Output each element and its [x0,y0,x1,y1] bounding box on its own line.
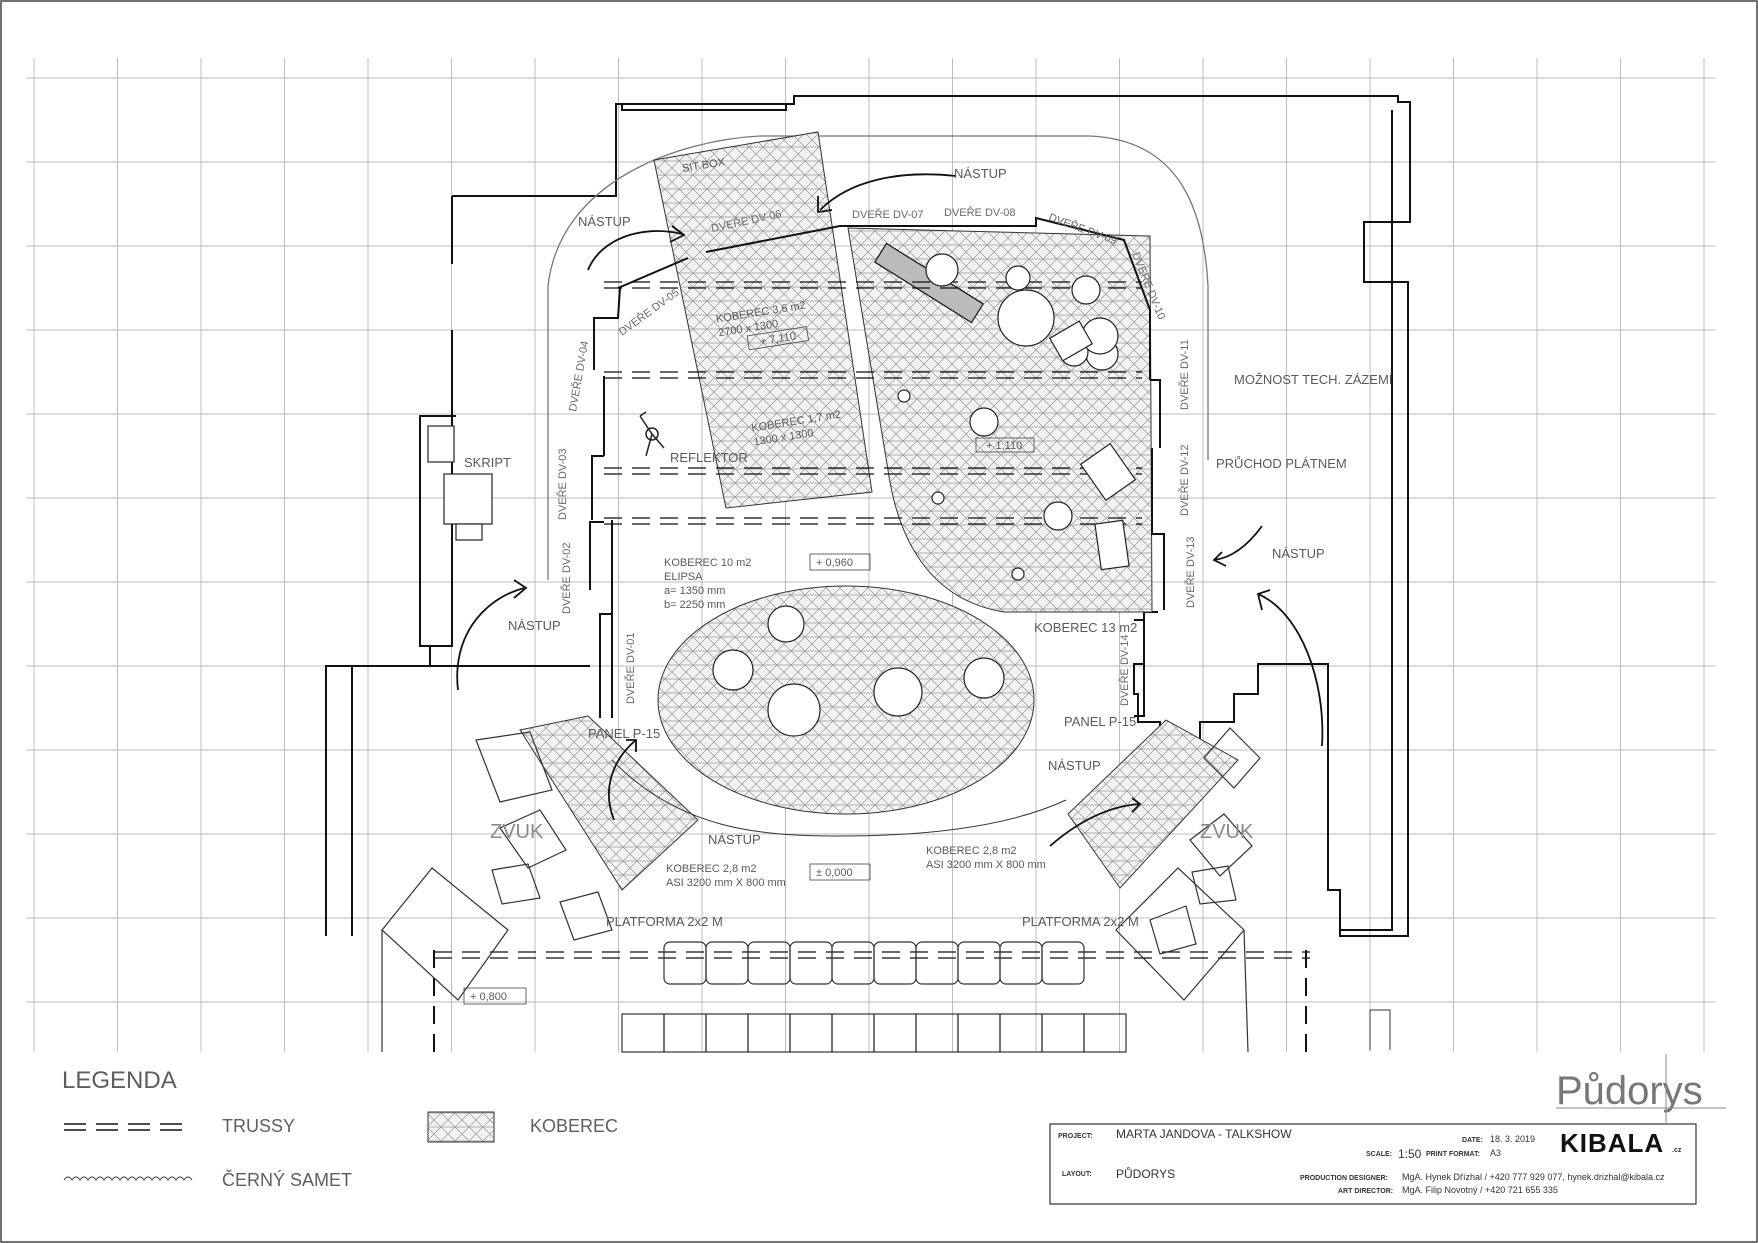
seating-rows [621,941,1127,1053]
trusses [433,281,1310,1052]
label-elipsa: ELIPSA [664,571,703,583]
label-zvuk-left: ZVUK [490,821,544,843]
tb-scale-caption: SCALE: [1366,1151,1392,1158]
label-koberec-13: KOBEREC 13 m2 [1034,620,1137,635]
label-nastup-2: NÁSTUP [954,166,1007,181]
label-moznost-tech-zazemi: MOŽNOST TECH. ZÁZEMÍ [1234,372,1393,387]
legend-koberec: KOBEREC [530,1116,618,1136]
legend-koberec-swatch [427,1111,495,1143]
tb-pd-caption: PRODUCTION DESIGNER: [1300,1175,1388,1182]
level-0000: ± 0,000 [816,867,853,879]
door-label-dv11: DVEŘE DV-11 [1178,339,1191,410]
legend-cerny-samet: ČERNÝ SAMET [222,1169,352,1190]
door-label-dv04: DVEŘE DV-04 [566,340,591,413]
door-label-dv14: DVEŘE DV-14 [1118,634,1131,706]
label-koberec-2-8-right: KOBEREC 2,8 m2 [926,845,1016,857]
tb-project: MARTA JANDOVA - TALKSHOW [1116,1127,1292,1141]
black-velvet-curtain [547,135,1209,580]
legend-trussy: TRUSSY [222,1116,295,1136]
label-skript: SKRIPT [464,455,511,470]
door-label-dv08: DVEŘE DV-08 [944,206,1016,219]
tb-date: 18. 3. 2019 [1490,1134,1535,1144]
door-label-dv03: DVEŘE DV-03 [556,448,569,520]
kibala-logo: KIBALA [1560,1128,1664,1158]
label-nastup-3: NÁSTUP [508,618,561,633]
label-platforma-right: PLATFORMA 2x2 M [1022,914,1139,929]
door-label-dv01: DVEŘE DV-01 [624,632,637,704]
label-panel-right: PANEL P-15 [1064,714,1136,729]
label-elipsa-a: a= 1350 mm [664,585,725,597]
tb-pd: MgA. Hynek Dřízhal / +420 777 929 077, h… [1402,1172,1665,1182]
label-nastup-5: NÁSTUP [708,832,761,847]
tb-date-caption: DATE: [1462,1137,1483,1144]
walls [325,95,1411,1050]
tb-ad-caption: ART DIRECTOR: [1338,1188,1393,1195]
tb-format: A3 [1490,1148,1501,1158]
label-reflektor: REFLEKTOR [670,450,748,465]
reflector-icon [639,411,665,457]
label-panel-left: PANEL P-15 [588,726,660,741]
label-pruchod-platnem: PRŮCHOD PLÁTNEM [1216,456,1347,471]
door-panels [589,216,1165,718]
label-koberec-2-8-left-dim: ASI 3200 mm X 800 mm [666,877,786,889]
door-label-dv12: DVEŘE DV-12 [1178,444,1191,516]
furniture [427,253,1137,737]
tb-project-caption: PROJECT: [1058,1133,1093,1140]
label-koberec-2-8-right-dim: ASI 3200 mm X 800 mm [926,859,1046,871]
door-label-dv07: DVEŘE DV-07 [852,208,924,221]
level-7110: + 7,110 [759,330,797,348]
label-nastup-4: NÁSTUP [1272,546,1325,561]
tb-layout: PŮDORYS [1116,1166,1175,1181]
level-0960: + 0,960 [816,557,853,569]
label-nastup-6: NÁSTUP [1048,758,1101,773]
door-label-dv02: DVEŘE DV-02 [560,542,573,614]
legend-title: LEGENDA [62,1067,177,1094]
legend: LEGENDA TRUSSY ČERNÝ SAMET KOBEREC [62,1067,618,1190]
level-0800: + 0,800 [470,991,507,1003]
kibala-logo-suffix: .cz [1672,1147,1682,1154]
carpets [519,131,1239,891]
legend-samet-swatch [63,1176,193,1182]
label-nastup-1: NÁSTUP [578,214,631,229]
carpet-koberec-2-8-right [1067,719,1239,889]
door-label-dv13: DVEŘE DV-13 [1184,536,1197,608]
label-koberec-2-8-left: KOBEREC 2,8 m2 [666,863,756,875]
grid [26,58,1716,1052]
tb-ad: MgA. Filip Novotný / +420 721 655 335 [1402,1185,1558,1195]
tb-format-caption: PRINT FORMAT: [1426,1151,1480,1158]
door-label-dv05: DVEŘE DV-05 [616,286,682,339]
label-elipsa-b: b= 2250 mm [664,599,725,611]
tb-layout-caption: LAYOUT: [1062,1171,1092,1178]
level-1110: + 1,110 [986,440,1022,452]
carpet-koberec-3-6 [653,131,873,509]
entrance-arrows [456,173,1324,847]
carpet-elipsa [657,585,1035,815]
label-koberec-10: KOBEREC 10 m2 [664,557,751,569]
label-platforma-left: PLATFORMA 2x2 M [606,914,723,929]
sheet-title: Půdorys [1556,1069,1703,1113]
label-zvuk-right: ZVUK [1200,821,1254,843]
tb-scale: 1:50 [1398,1147,1422,1161]
platforms [381,727,1261,1053]
title-block: Půdorys PROJECT: MARTA JANDOVA - TALKSHO… [1049,1054,1726,1205]
